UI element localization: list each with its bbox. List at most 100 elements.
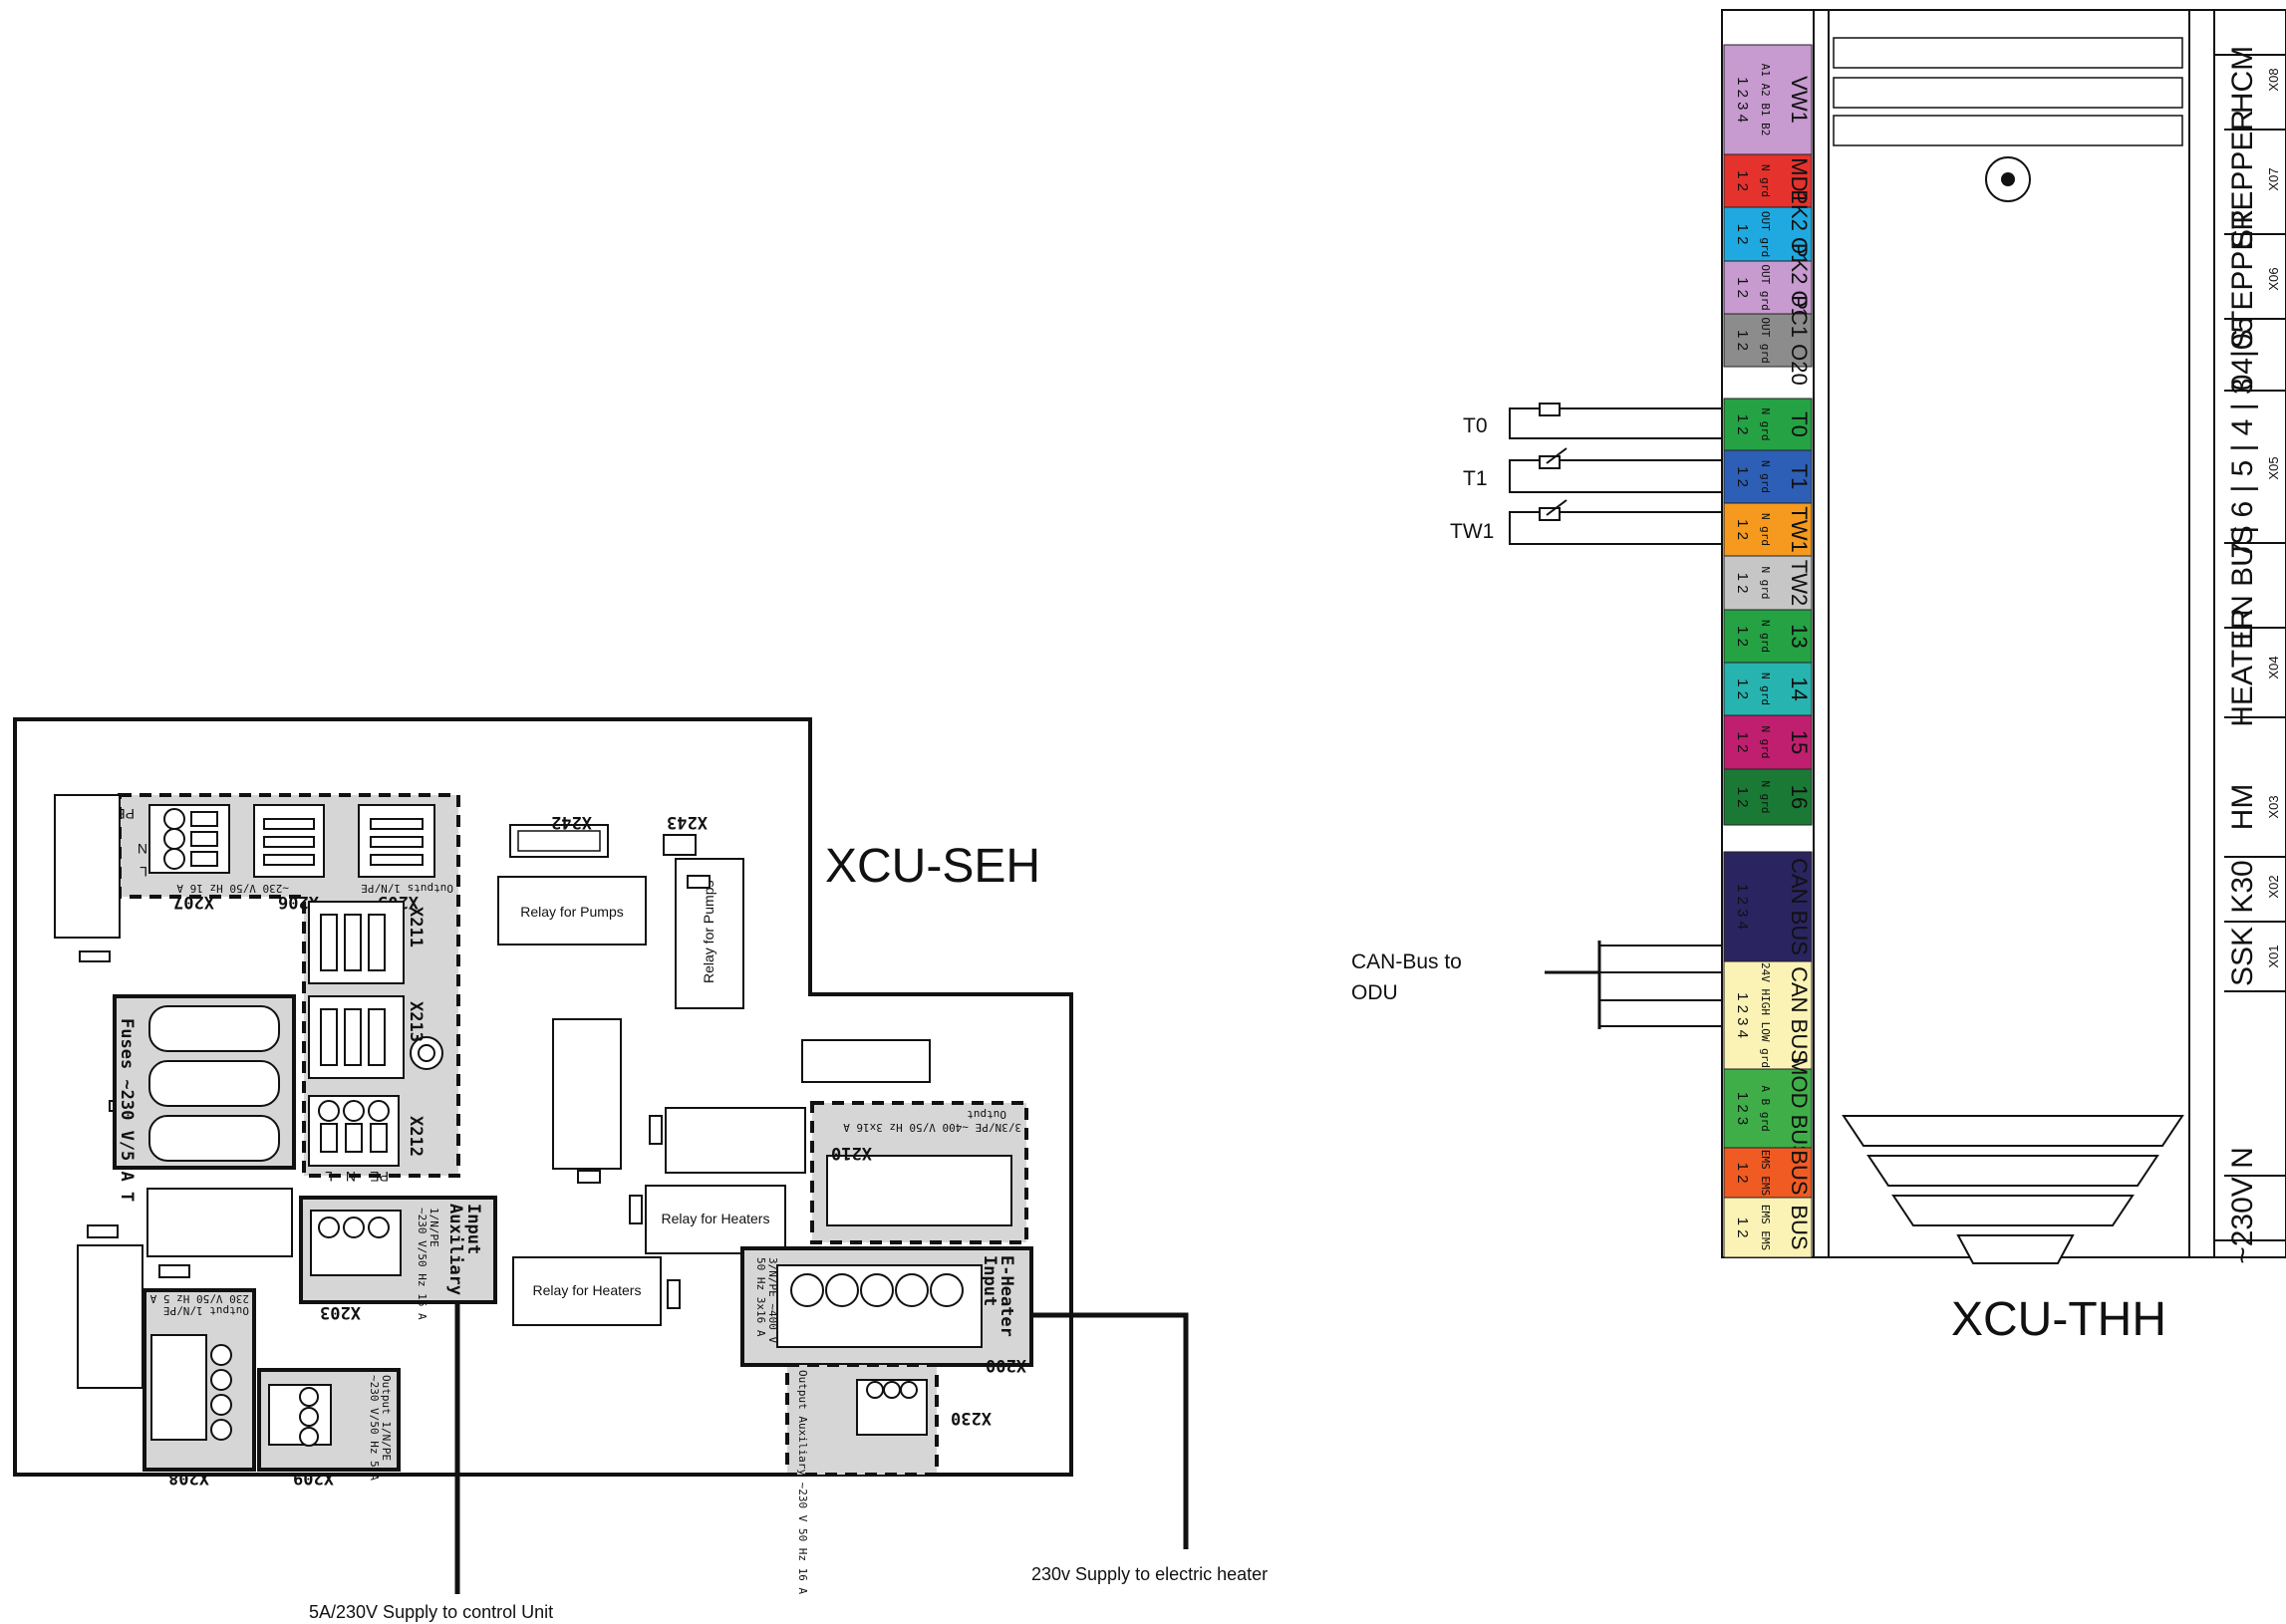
x212-pin-n: N [346, 1169, 356, 1185]
x209-spec: ~230 V/50 Hz 5 A [368, 1375, 381, 1481]
x207-pin-n: N [138, 841, 147, 857]
thh-section-code: X07 [2266, 167, 2281, 190]
resistor-f [158, 1264, 190, 1278]
outputs-spec-label: ~230 V/50 Hz 16 A [176, 882, 289, 895]
relay-heaters-1-label: Relay for Heaters [662, 1211, 770, 1226]
heater-supply-note: 230v Supply to electric heater [1031, 1564, 1268, 1584]
thh-connector-pins: 1 2 3 4 [1734, 77, 1751, 123]
thh-connector-pins: 1 2 [1734, 1218, 1751, 1238]
small-component [801, 1039, 931, 1083]
thh-connector-pins: 1 2 [1734, 519, 1751, 540]
x203-label: X203 [320, 1302, 361, 1322]
thh-connector-block [1723, 502, 1813, 557]
sensor-label-t0: T0 [1463, 414, 1488, 437]
thh-connector-block [1723, 313, 1813, 368]
thh-connector-block [1723, 206, 1813, 262]
eheater-line2: Input [980, 1255, 1000, 1306]
sensor-label-tw1: TW1 [1450, 520, 1494, 543]
x210-spec: 3/3N/PE ~400 V/50 Hz 3x16 A [843, 1121, 1021, 1134]
thh-connector-sub: N grd [1759, 407, 1772, 440]
thh-connector-block [1723, 714, 1813, 770]
thh-connector-block [1723, 44, 1813, 155]
thh-connector-sub: OUT grd [1759, 211, 1772, 257]
thh-section-label: HCM [2226, 46, 2259, 114]
relay-heaters-2 [512, 1256, 662, 1326]
x212-label: X212 [406, 1116, 426, 1157]
thh-connector-pins: 1 2 [1734, 1163, 1751, 1184]
thh-connector-sub: N grd [1759, 513, 1772, 546]
x242-connector [509, 824, 609, 858]
fuses-block [113, 994, 296, 1170]
x243-label: X243 [667, 812, 708, 832]
thh-section-code: X08 [2266, 68, 2281, 91]
thh-section-code: X05 [2266, 456, 2281, 479]
thh-section-label: STEPPER [2226, 209, 2259, 349]
left-resistor-2 [79, 950, 111, 962]
thh-connector-name: MOD BUS [1787, 1057, 1812, 1160]
thh-connector-sub: A1 A2 B1 B2 [1759, 64, 1772, 136]
thh-connector-name: VW1 [1787, 76, 1812, 124]
x230-block [785, 1363, 939, 1477]
thh-connector-pins: 1 2 [1734, 466, 1751, 487]
x200-label: X200 [986, 1355, 1026, 1375]
thh-connector-block [1723, 768, 1813, 826]
thh-connector-name: BUS [1787, 1205, 1812, 1249]
thh-connector-pins: 1 2 3 [1734, 1092, 1751, 1125]
left-component-bottom [77, 1244, 143, 1389]
x230-spec: Output Auxiliary ~230 V 50 Hz 16 A [796, 1370, 809, 1595]
thh-section-label: L N BUS [2226, 525, 2259, 641]
thh-connector-pins: 1 2 [1734, 678, 1751, 699]
thh-connector-pins: 1 2 [1734, 277, 1751, 298]
relay-heaters-1 [645, 1185, 786, 1254]
x211-label: X211 [406, 907, 426, 947]
t1-sensor-icon [1539, 455, 1561, 469]
thh-connector-sub: 24V HIGH LOW grd [1759, 962, 1772, 1068]
thh-connector-name: PC1 O20 [1787, 295, 1812, 386]
thh-connector-name: 15 [1787, 730, 1812, 754]
x209-label: X209 [293, 1468, 334, 1488]
mid-relay-left [146, 1188, 293, 1257]
control-supply-note: 5A/230V Supply to control Unit [309, 1602, 553, 1622]
t0-sensor-icon [1539, 403, 1561, 416]
thh-connector-name: 13 [1787, 624, 1812, 648]
thh-section-label: STEPPER [2226, 110, 2259, 249]
x209-block [257, 1368, 401, 1472]
x211-connector [308, 901, 405, 984]
thh-connector-sub: EMS EMS [1759, 1205, 1772, 1250]
thh-connector-sub: N grd [1759, 566, 1772, 599]
x243-connector [663, 834, 697, 856]
thh-connector-name: CAN BUS [1787, 966, 1812, 1064]
thh-section-code: X02 [2266, 875, 2281, 898]
input-aux-line2: Auxiliary [445, 1204, 465, 1295]
thh-connector-sub: OUT grd [1759, 264, 1772, 310]
thh-section-code: X01 [2266, 945, 2281, 967]
resistor-b [577, 1170, 601, 1184]
x213-label: X213 [406, 1001, 426, 1042]
relay-heaters-2-label: Relay for Heaters [533, 1282, 642, 1298]
relay-pumps-horizontal [497, 876, 647, 946]
thh-connector-name: T1 [1787, 464, 1812, 490]
thh-section-label: 7 | 6 | 5 | 4 | 3 [2226, 378, 2259, 558]
resistor-e [667, 1279, 681, 1309]
thh-connector-sub: EMS EMS [1759, 1150, 1772, 1196]
thh-connector-pins: 1 2 [1734, 732, 1751, 753]
relay-box-right [665, 1107, 806, 1174]
relay-pumps-v-label: Relay for Pumps [701, 881, 716, 983]
x210-type: Output [967, 1108, 1006, 1121]
thh-connector-name: BUS [1787, 1150, 1812, 1195]
thh-connector-sub: N grd [1759, 673, 1772, 705]
input-aux-line1: Input [463, 1204, 483, 1254]
resistor-g [87, 1224, 119, 1238]
thh-connector-block [1723, 851, 1813, 962]
thh-connector-block [1723, 398, 1813, 451]
heater-supply-wire [1031, 1312, 1189, 1549]
x208-block [143, 1288, 256, 1472]
thh-connector-pins: 1 2 [1734, 414, 1751, 435]
thh-section-label: HM [2226, 784, 2259, 831]
x206-connector [253, 804, 325, 878]
thh-section-label: HEATER [2226, 608, 2259, 726]
xcu-seh-board: PE N L X207 X206 X205 ~230 V/50 Hz 16 A … [13, 717, 1189, 1595]
thh-connector-name: T0 [1787, 411, 1812, 437]
